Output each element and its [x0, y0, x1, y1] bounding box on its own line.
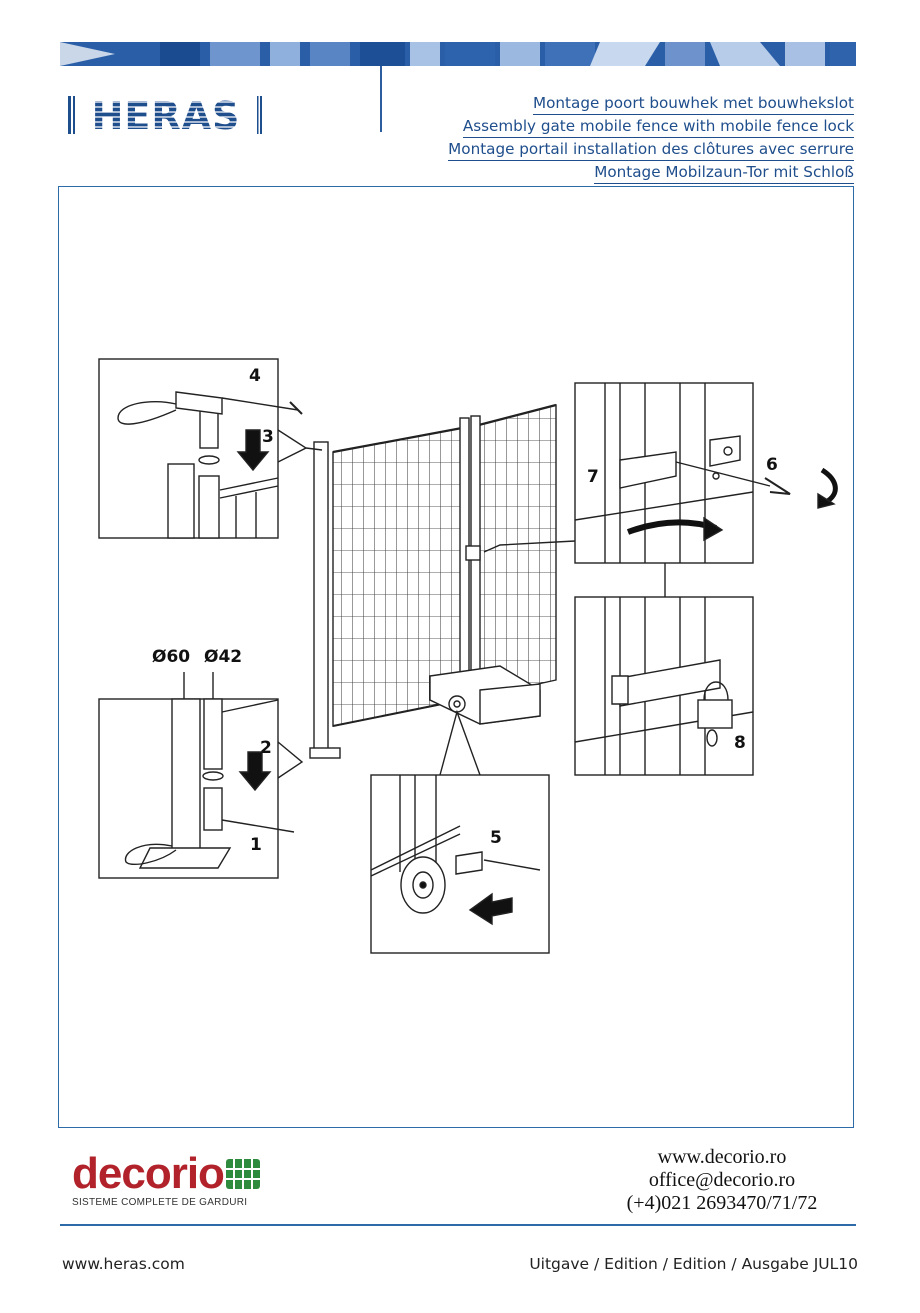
- detail-top-left: [98, 358, 323, 539]
- diameter-label-42: Ø42: [204, 647, 242, 667]
- title-en: Assembly gate mobile fence with mobile f…: [462, 115, 854, 138]
- step-label-1: 1: [250, 835, 262, 855]
- header-separator: [380, 66, 382, 132]
- dealer-tagline: SISTEME COMPLETE DE GARDURI: [72, 1197, 248, 1208]
- step-label-4: 4: [249, 366, 261, 386]
- title-de: Montage Mobilzaun-Tor mit Schloß: [594, 161, 854, 184]
- title-fr: Montage portail installation des clôture…: [448, 138, 854, 161]
- step-label-5: 5: [490, 828, 502, 848]
- footer-website[interactable]: www.heras.com: [62, 1255, 185, 1273]
- fence-grid-icon: [225, 1159, 260, 1189]
- dealer-logo: decorio SISTEME COMPLETE DE GARDURI: [72, 1152, 260, 1208]
- dealer-email[interactable]: office@decorio.ro: [648, 1169, 796, 1191]
- header-color-bar: [60, 42, 856, 66]
- detail-bottom-center: [370, 709, 550, 954]
- dealer-phone: (+4)021 2693470/71/72: [626, 1192, 818, 1214]
- dealer-brand: decorio: [72, 1149, 225, 1198]
- step-label-6: 6: [766, 455, 778, 475]
- detail-right-middle: [574, 596, 754, 776]
- dealer-contact: www.decorio.ro office@decorio.ro (+4)021…: [602, 1146, 842, 1215]
- step-label-2: 2: [260, 738, 272, 758]
- step-label-8: 8: [734, 733, 746, 753]
- detail-bottom-left: [98, 672, 304, 879]
- gate-fence: [309, 403, 557, 759]
- diameter-label-60: Ø60: [152, 647, 190, 667]
- title-nl: Montage poort bouwhek met bouwhekslot: [533, 92, 854, 115]
- step-label-7: 7: [587, 467, 599, 487]
- step-label-3: 3: [262, 427, 274, 447]
- dealer-website[interactable]: www.decorio.ro: [657, 1146, 787, 1168]
- diagram-frame: [58, 186, 854, 1128]
- heras-logo: HERAS: [68, 96, 264, 134]
- header-titles: Montage poort bouwhek met bouwhekslot As…: [448, 92, 854, 184]
- footer-edition: Uitgave / Edition / Edition / Ausgabe JU…: [529, 1255, 858, 1273]
- detail-top-right: [483, 382, 838, 597]
- footer-divider: [60, 1224, 856, 1226]
